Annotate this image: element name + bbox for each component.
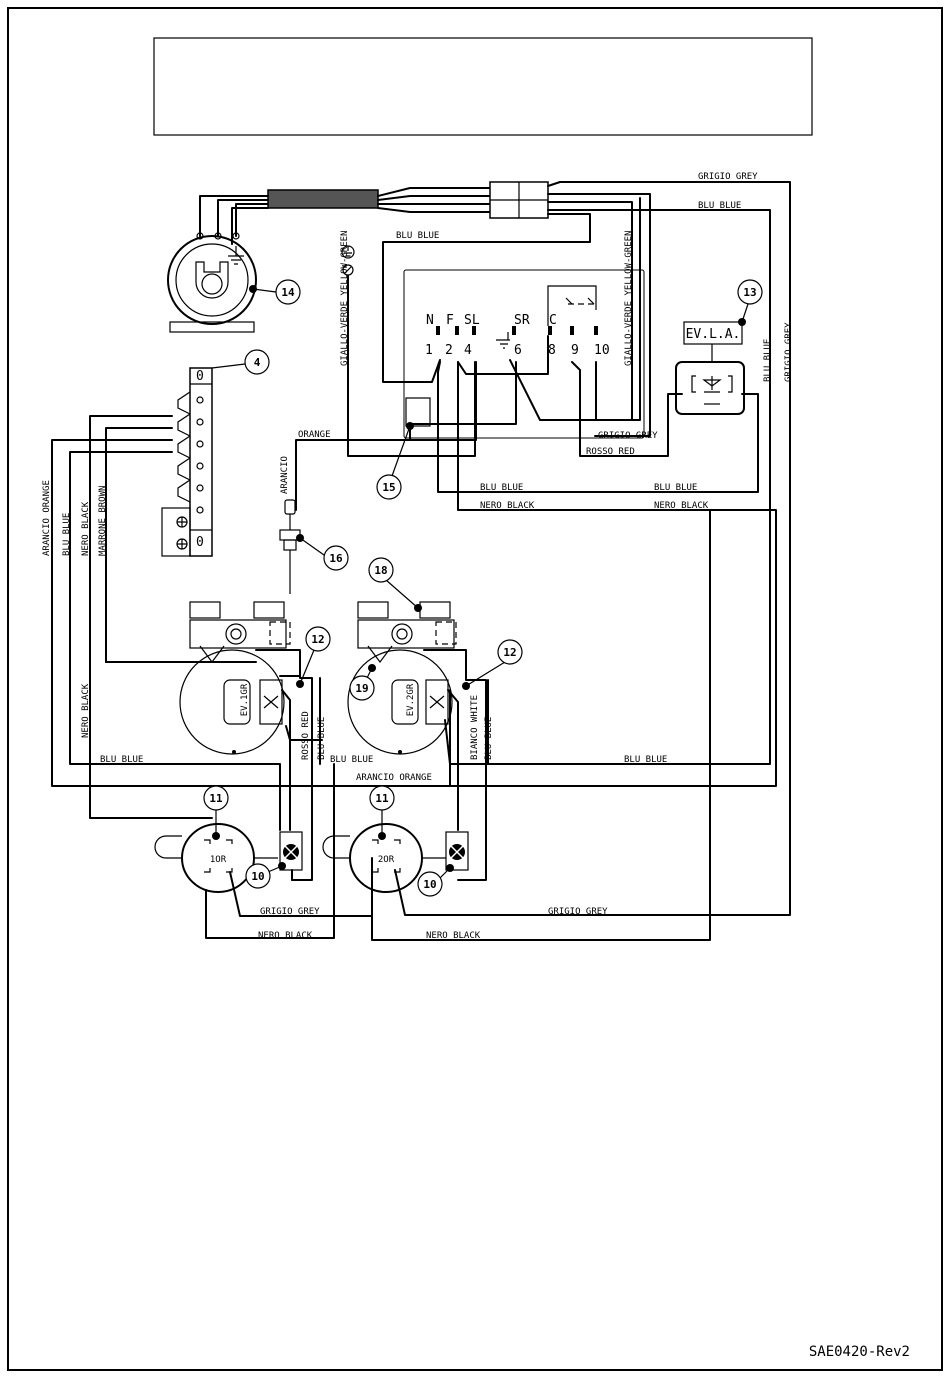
callout-10-left xyxy=(245,862,286,889)
callout-11-right-number: 11 xyxy=(375,792,389,805)
wire-label-blu-blue-mid-left: BLU BLUE xyxy=(480,483,523,493)
terminal-block-bottom-label: 0 xyxy=(196,535,204,550)
terminal-2: 2 xyxy=(445,343,453,358)
callout-10-right-number: 10 xyxy=(423,878,436,891)
callout-16 xyxy=(296,534,349,571)
probe-component xyxy=(279,499,301,594)
wire-label-giallo-verde-right: GIALLO-VERDE YELLOW-GREEN xyxy=(624,231,634,366)
burner-valve-right xyxy=(347,601,457,755)
wire-label-blu-blue-bottom-mid: BLU BLUE xyxy=(330,755,373,765)
switch-right-label: 2OR xyxy=(378,855,395,865)
callout-12-left-number: 12 xyxy=(311,633,324,646)
switch-left-label: 1OR xyxy=(210,855,227,865)
terminal-4: 4 xyxy=(464,343,472,358)
terminal-1: 1 xyxy=(425,343,433,358)
callout-19 xyxy=(349,664,376,701)
wire-label-arancio-orange-bottom: ARANCIO ORANGE xyxy=(356,773,432,783)
wire-label-blu-blue-right: BLU BLUE xyxy=(763,339,773,382)
callout-11-left-number: 11 xyxy=(209,792,223,805)
evla-label: EV.L.A. xyxy=(686,327,741,342)
wire-label-nero-black-mid-right: NERO BLACK xyxy=(654,501,709,511)
callout-4 xyxy=(211,349,270,375)
callout-12-right-number: 12 xyxy=(503,646,516,659)
terminal-9: 9 xyxy=(571,343,579,358)
evla-valve xyxy=(675,321,745,415)
terminal-6: 6 xyxy=(514,343,522,358)
board-label-f: F xyxy=(446,313,454,328)
lamp-left xyxy=(279,831,303,871)
wire-label-rosso-red-board: ROSSO RED xyxy=(586,447,635,457)
wire-label-blu-blue-burner-left: BLU BLUE xyxy=(317,717,327,760)
board-label-sl: SL xyxy=(464,313,480,328)
ground-icon xyxy=(341,245,355,276)
wire-label-nero-black-left: NERO BLACK xyxy=(81,501,91,556)
wire-label-nero-black-bottom-right: NERO BLACK xyxy=(426,931,481,941)
control-board xyxy=(403,269,645,439)
ev1-label: EV.1GR xyxy=(240,683,250,716)
wire-label-marrone-brown: MARRONE BROWN xyxy=(98,486,108,556)
callout-10-right xyxy=(417,864,454,897)
wire-label-grigio-grey-right: GRIGIO GREY xyxy=(784,322,794,382)
callout-15 xyxy=(376,422,414,500)
callout-13-number: 13 xyxy=(743,286,756,299)
cable-sleeve xyxy=(267,189,379,209)
wire-label-grigio-grey-board: GRIGIO GREY xyxy=(598,431,658,441)
callout-11-left xyxy=(203,785,229,840)
title-box xyxy=(153,37,813,136)
burner-valve-left xyxy=(179,601,291,755)
drawing-reference: SAE0420-Rev2 xyxy=(809,1344,910,1360)
callout-18-number: 18 xyxy=(374,564,387,577)
wire-label-giallo-verde-left: GIALLO-VERDE YELLOW-GREEN xyxy=(340,231,350,366)
lamp-right xyxy=(445,831,469,871)
callout-13 xyxy=(737,279,763,326)
callout-15-number: 15 xyxy=(382,481,395,494)
terminal-block xyxy=(161,367,213,557)
wire-label-rosso-red-burner: ROSSO RED xyxy=(301,711,311,760)
wire-label-blu-blue-bottom-right: BLU BLUE xyxy=(624,755,667,765)
terminal-block-top-label: 0 xyxy=(196,369,204,384)
switch-left xyxy=(154,823,278,893)
wire-label-bianco-white: BIANCO WHITE xyxy=(470,695,480,760)
callout-14-number: 14 xyxy=(281,286,295,299)
terminal-10: 10 xyxy=(594,343,610,358)
wire-label-blu-blue-mid-right: BLU BLUE xyxy=(654,483,697,493)
wire-label-blu-blue-burner-right: BLU BLUE xyxy=(484,717,494,760)
wire-label-nero-black-mid-left: NERO BLACK xyxy=(480,501,535,511)
callout-16-number: 16 xyxy=(329,552,343,565)
callout-18 xyxy=(368,557,422,612)
wire-label-grigio-grey-bottom-right: GRIGIO GREY xyxy=(548,907,608,917)
terminal-8: 8 xyxy=(548,343,556,358)
board-label-n: N xyxy=(426,313,434,328)
connector-block xyxy=(489,181,549,219)
wire-label-grigio-grey-bottom-left: GRIGIO GREY xyxy=(260,907,320,917)
callout-14 xyxy=(249,279,301,305)
switch-right xyxy=(322,823,446,893)
board-label-sr: SR xyxy=(514,313,530,328)
wire-label-arancio-orange-left: ARANCIO ORANGE xyxy=(42,480,52,556)
wire-label-arancio: ARANCIO xyxy=(280,456,290,494)
callout-4-number: 4 xyxy=(254,356,261,369)
wire-label-orange: ORANGE xyxy=(298,430,331,440)
board-label-c: C xyxy=(549,313,557,328)
callout-12-right xyxy=(462,639,523,690)
motor-component xyxy=(167,232,257,333)
wire-label-grigio-grey-top: GRIGIO GREY xyxy=(698,172,758,182)
callout-11-right xyxy=(369,785,395,840)
wire-label-blu-blue-top: BLU BLUE xyxy=(698,201,741,211)
wire-label-blu-blue-board: BLU BLUE xyxy=(396,231,439,241)
wire-label-blu-blue-left: BLU BLUE xyxy=(62,513,72,556)
callout-19-number: 19 xyxy=(355,682,368,695)
wire-label-blu-blue-bottom-left: BLU BLUE xyxy=(100,755,143,765)
callout-12-left xyxy=(296,626,331,688)
ev2-label: EV.2GR xyxy=(406,683,416,716)
wire-label-nero-black-lower-left: NERO BLACK xyxy=(81,683,91,738)
callout-10-left-number: 10 xyxy=(251,870,264,883)
page-border xyxy=(7,7,943,1371)
wire-label-nero-black-bottom-left: NERO BLACK xyxy=(258,931,313,941)
